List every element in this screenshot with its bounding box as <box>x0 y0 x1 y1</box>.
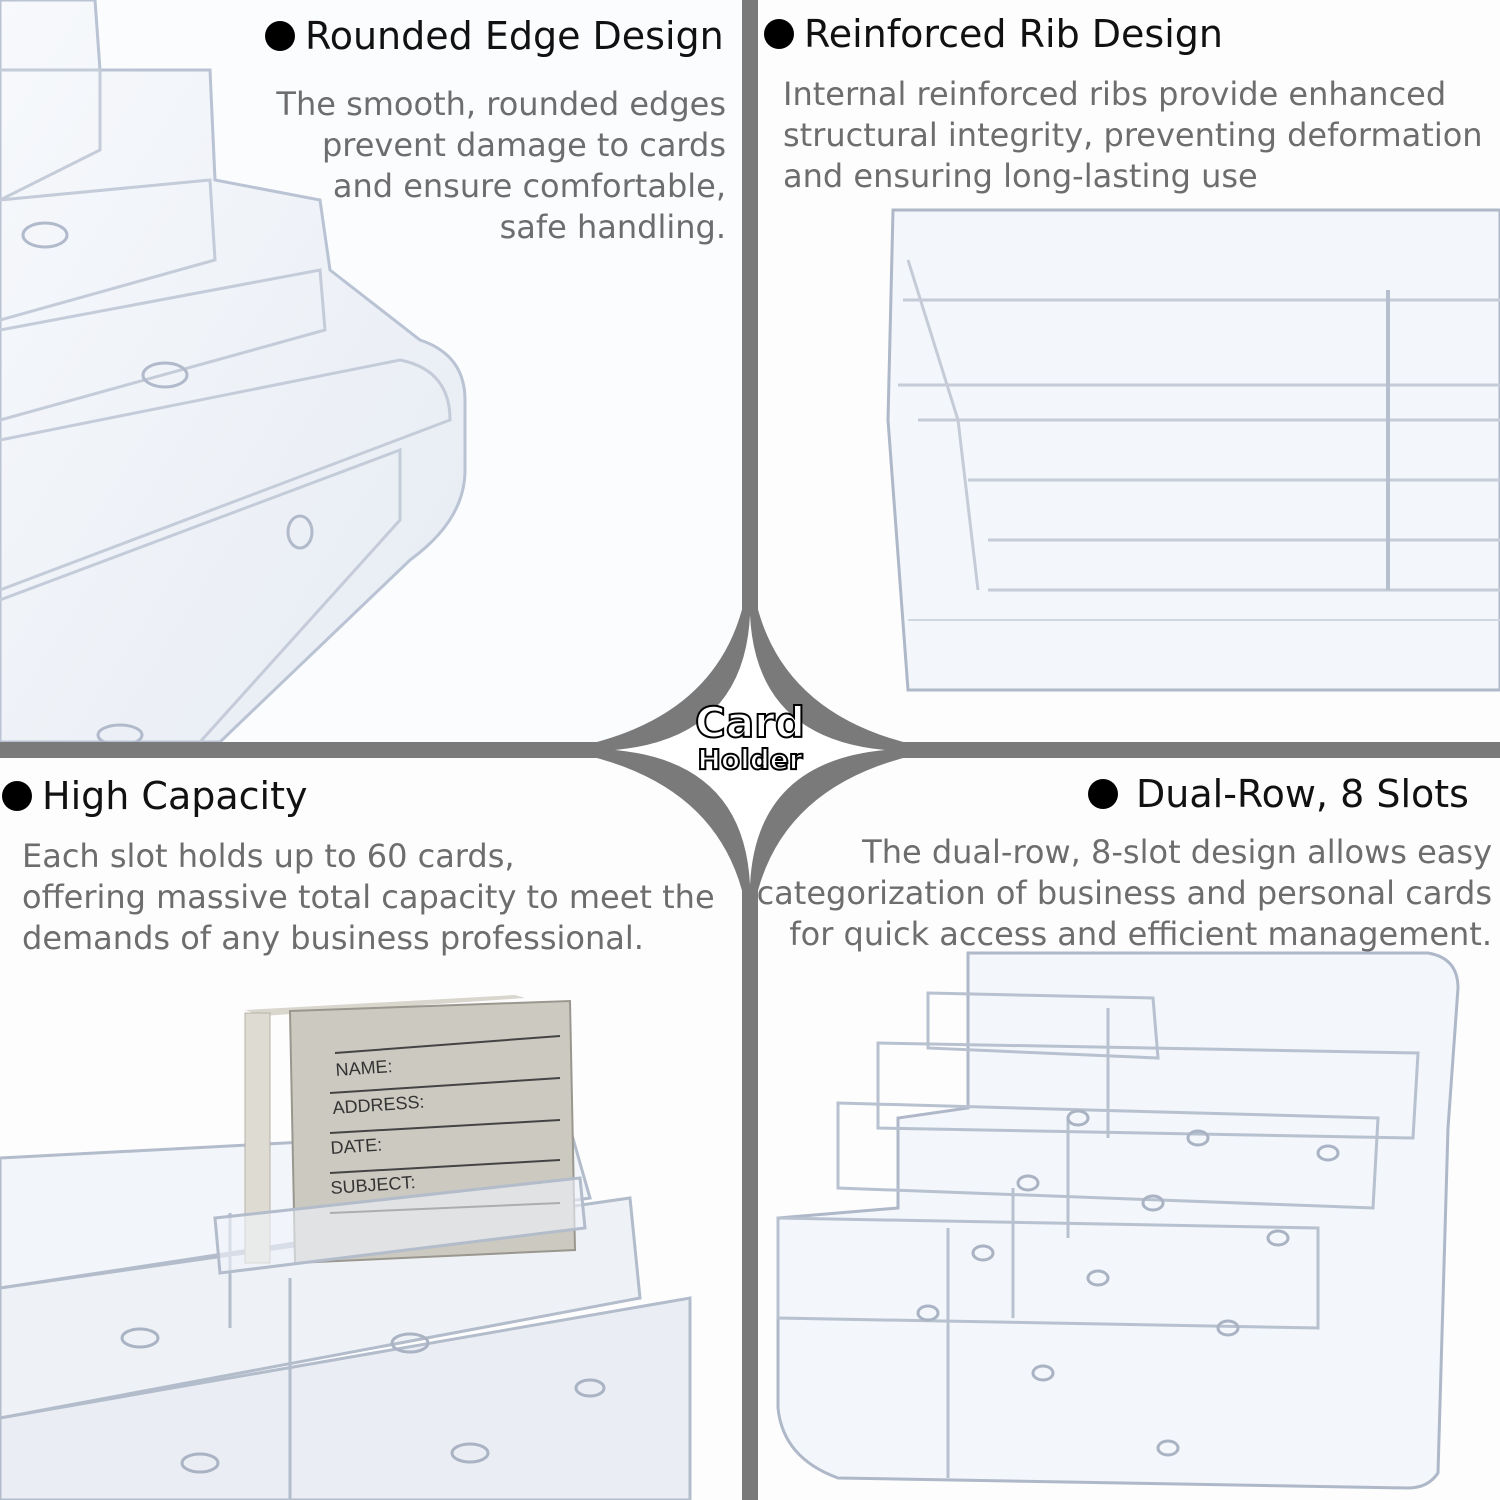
panel-reinforced-rib: Reinforced Rib Design Internal reinforce… <box>758 0 1500 742</box>
bullet-icon <box>764 19 794 49</box>
reinforced-rib-description: Internal reinforced ribs provide enhance… <box>783 74 1483 197</box>
rounded-edge-description: The smooth, rounded edges prevent damage… <box>276 84 726 248</box>
desc-line: prevent damage to cards <box>321 126 726 164</box>
bullet-icon <box>2 781 32 811</box>
reinforced-rib-heading: Reinforced Rib Design <box>764 12 1223 56</box>
high-capacity-title: High Capacity <box>42 774 308 818</box>
panel-rounded-edge: Rounded Edge Design The smooth, rounded … <box>0 0 742 742</box>
card-field-date: DATE: <box>330 1134 383 1158</box>
desc-line: demands of any business professional. <box>22 919 644 957</box>
panel-high-capacity: NAME: ADDRESS: DATE: SUBJECT: High Capac… <box>0 758 742 1500</box>
high-capacity-description: Each slot holds up to 60 cards, offering… <box>22 836 715 959</box>
desc-line: and ensure comfortable, <box>332 167 726 205</box>
dual-row-heading: Dual-Row, 8 Slots <box>1088 772 1469 816</box>
desc-line: for quick access and efficient managemen… <box>789 915 1492 953</box>
dual-row-description: The dual-row, 8-slot design allows easy … <box>758 832 1492 955</box>
rounded-edge-holder-photo <box>0 0 742 742</box>
bullet-icon <box>1088 779 1118 809</box>
badge-line-card: Card <box>694 698 806 747</box>
desc-line: offering massive total capacity to meet … <box>22 878 715 916</box>
card-holder-badge: Card Holder <box>660 700 840 800</box>
desc-line: The dual-row, 8-slot design allows easy <box>862 833 1492 871</box>
dual-row-title: Dual-Row, 8 Slots <box>1136 772 1469 816</box>
desc-line: Each slot holds up to 60 cards, <box>22 837 515 875</box>
rounded-edge-heading: Rounded Edge Design <box>265 14 724 58</box>
desc-line: safe handling. <box>499 208 726 246</box>
high-capacity-heading: High Capacity <box>2 774 307 818</box>
desc-line: structural integrity, preventing deforma… <box>783 116 1483 154</box>
desc-line: The smooth, rounded edges <box>276 85 726 123</box>
desc-line: Internal reinforced ribs provide enhance… <box>783 75 1447 113</box>
rounded-edge-title: Rounded Edge Design <box>305 14 724 58</box>
bullet-icon <box>265 21 295 51</box>
desc-line: categorization of business and personal … <box>758 874 1492 912</box>
panel-dual-row: Dual-Row, 8 Slots The dual-row, 8-slot d… <box>758 758 1500 1500</box>
desc-line: and ensuring long-lasting use <box>783 157 1258 195</box>
badge-line-holder: Holder <box>696 743 803 776</box>
card-field-name: NAME: <box>335 1056 393 1080</box>
reinforced-rib-title: Reinforced Rib Design <box>804 12 1223 56</box>
